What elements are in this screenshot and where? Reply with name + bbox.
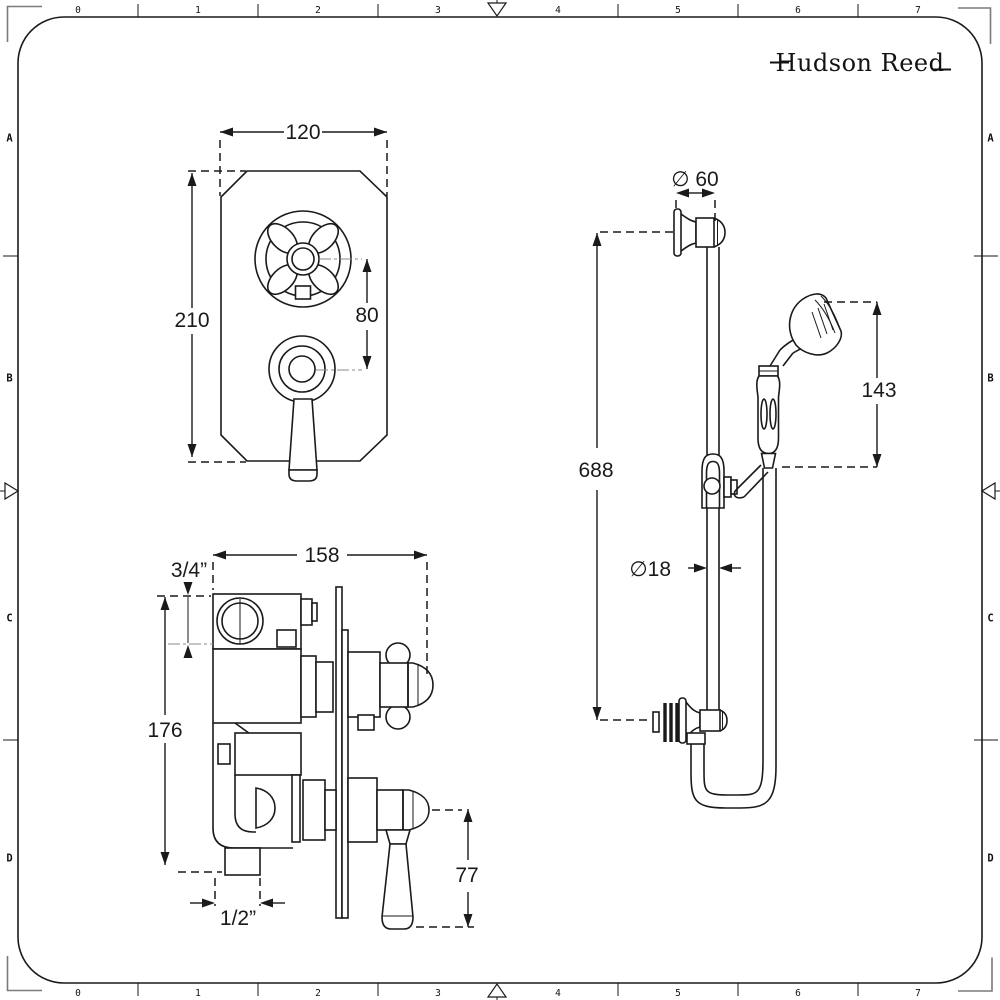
dim-label-control-spacing: 80 [355,304,378,327]
crosshead-handle [254,210,352,308]
dim-rail-diameter: ∅18 [629,558,741,581]
dim-label-handset-length: 143 [861,379,896,402]
ruler-left-letter: A [6,133,13,145]
outlet-elbow-inner [234,775,256,833]
ruler-bottom-number: 7 [915,988,921,999]
ruler-bottom-number: 2 [315,988,321,999]
dim-valve-height: 176 [147,597,222,873]
center-mark-bottom [486,982,508,998]
ruler-bottom-number: 1 [195,988,201,999]
dim-rail-height: 688 [578,231,674,721]
dim-label-lever-length: 77 [455,864,478,887]
ruler-top: 0 1 2 3 4 5 6 7 [75,0,921,18]
ruler-top-number: 0 [75,5,81,16]
outlet-stub [224,847,261,876]
faceplate-plate [220,170,388,462]
slider-knob [703,477,721,495]
valve-wall-plate-inner [341,629,349,919]
brand-logo: Hudson Reed [770,49,951,77]
center-mark-top [486,2,508,18]
dim-handset-length: 143 [782,301,897,468]
dim-lever-length: 77 [416,809,479,928]
center-mark-right [980,481,996,501]
registration-mark-top-right [958,7,992,44]
ruler-top-number: 2 [315,5,321,16]
valve-lever-side [302,777,430,930]
ruler-left-letter: C [6,613,12,625]
ruler-right-letter: B [987,373,993,385]
rail-top-bracket [673,208,726,257]
dim-top-connection: 3/4” [157,559,211,658]
registration-mark-bottom-left [6,956,42,992]
dim-bottom-connection: 1/2” [190,878,285,930]
lever-handle-side [381,843,414,930]
dim-valve-width: 158 [212,544,428,676]
dim-label-faceplate-width: 120 [285,121,320,144]
sheet-border [17,16,983,984]
valve-side-view: 158 3/4” 176 1/2” [147,544,478,930]
rail-bottom-bracket [652,697,728,745]
shower-handset [756,293,843,469]
ruler-top-number: 6 [795,5,801,16]
ruler-right-letter: D [987,853,993,865]
ruler-top-number: 5 [675,5,681,16]
slide-rail-view: ∅ 60 688 143 ∅18 [578,168,897,809]
dim-label-bottom-connection: 1/2” [220,907,256,930]
ruler-bottom-number: 3 [435,988,441,999]
dim-label-valve-width: 158 [304,544,339,567]
rail-slider [701,453,769,509]
ruler-left: A B C D [0,133,20,865]
lever-control [268,335,336,403]
valve-mid-body [212,648,302,724]
valve-crosshead-side [347,642,434,731]
dim-label-rail-diameter: ∅18 [629,558,671,581]
center-mark-left [4,481,20,501]
shower-hose [690,468,777,809]
registration-mark-bottom-right [958,957,993,992]
valve-wall-plate [335,586,343,919]
outlet-elbow-outer [212,827,293,849]
ruler-left-letter: B [6,373,12,385]
ruler-right: A B C D [974,133,1000,865]
dim-bracket-diameter: ∅ 60 [671,168,719,221]
valve-inlet-port [216,597,264,645]
ruler-top-number: 4 [555,5,561,16]
registration-mark-top-left [6,5,42,42]
ruler-right-letter: A [987,133,994,145]
handset-head [788,293,843,356]
ruler-left-letter: D [6,853,12,865]
slide-rail-tube [706,247,720,710]
dim-label-faceplate-height: 210 [174,309,209,332]
ruler-bottom-ticks [137,983,859,996]
dim-control-spacing: 80 [355,259,379,369]
dim-label-rail-height: 688 [578,459,613,482]
logo-text: Hudson Reed [776,49,945,77]
lever-handle [288,398,318,482]
dim-label-valve-height: 176 [147,719,182,742]
ruler-bottom-number: 5 [675,988,681,999]
dim-faceplate-height: 210 [174,170,246,463]
dim-label-top-connection: 3/4” [171,559,207,582]
dim-faceplate-width: 120 [219,121,388,196]
ruler-bottom: 0 1 2 3 4 5 6 7 [75,982,921,1000]
ruler-bottom-number: 4 [555,988,561,999]
ruler-bottom-number: 6 [795,988,801,999]
ruler-top-number: 7 [915,5,921,16]
ruler-bottom-number: 0 [75,988,81,999]
ruler-top-ticks [137,4,859,17]
ruler-top-number: 1 [195,5,201,16]
ruler-right-letter: C [987,613,993,625]
dim-label-bracket-diameter: ∅ 60 [671,168,719,191]
faceplate-front-view: 120 210 80 [174,121,388,482]
ruler-top-number: 3 [435,5,441,16]
valve-lower-body [234,732,302,776]
